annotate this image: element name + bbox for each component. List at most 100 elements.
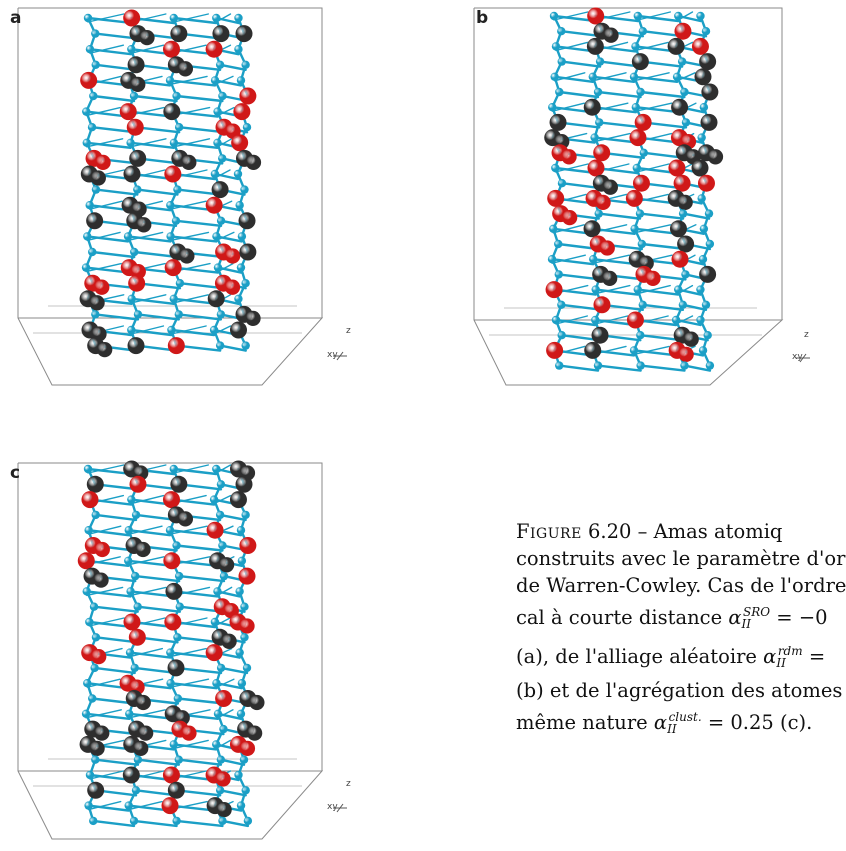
- small-atom: [239, 755, 249, 764]
- red-atom: [162, 766, 180, 784]
- red-atom: [239, 537, 257, 554]
- small-atom: [165, 76, 175, 85]
- small-atom: [124, 526, 133, 535]
- red-atom: [593, 144, 611, 162]
- caption-figure-number: 6.20: [588, 520, 632, 543]
- red-atom: [80, 71, 98, 89]
- small-atom: [166, 232, 175, 241]
- small-atom: [241, 279, 250, 288]
- black-atom: [239, 243, 257, 261]
- black-atom: [212, 25, 230, 43]
- small-atom: [557, 57, 566, 66]
- small-atom: [123, 232, 133, 241]
- black-atom: [123, 165, 141, 183]
- small-atom: [241, 60, 250, 69]
- red-atom: [128, 628, 146, 646]
- small-atom: [703, 331, 712, 340]
- axis-z-b: z: [804, 330, 809, 340]
- small-atom: [169, 464, 179, 474]
- small-atom: [236, 263, 246, 272]
- caption-figure-label: Figure: [516, 520, 582, 543]
- caption-separator: –: [637, 520, 648, 543]
- caption-line-7: même nature αIIclust. = 0.25 (c).: [516, 704, 816, 743]
- small-atom: [133, 310, 143, 319]
- small-atom: [588, 72, 597, 82]
- small-atom: [235, 648, 244, 657]
- panel-label-c: c: [10, 463, 21, 483]
- black-atom: [683, 331, 699, 347]
- small-atom: [174, 571, 184, 581]
- small-atom: [91, 29, 100, 38]
- small-atom: [213, 138, 222, 147]
- small-atom: [85, 45, 95, 54]
- red-atom: [91, 648, 107, 665]
- caption-line7-value: = 0.25 (c).: [707, 711, 813, 734]
- atomic-cluster-b: [473, 7, 810, 386]
- small-atom: [171, 216, 181, 225]
- small-atom: [88, 247, 97, 257]
- small-atom: [681, 118, 691, 127]
- small-atom: [82, 107, 91, 116]
- red-atom: [239, 618, 255, 634]
- caption-line-1: Figure 6.20 – Amas atomiq: [516, 518, 816, 545]
- small-atom: [210, 617, 220, 627]
- black-atom: [89, 295, 105, 311]
- small-atom: [677, 57, 687, 66]
- small-atom: [638, 300, 647, 309]
- small-atom: [166, 648, 175, 657]
- red-atom: [81, 491, 99, 509]
- small-atom: [209, 325, 219, 335]
- black-atom: [216, 801, 232, 818]
- black-atom: [177, 511, 194, 527]
- red-atom: [164, 165, 182, 183]
- small-atom: [630, 224, 639, 233]
- bounding-box: [17, 462, 324, 840]
- small-atom: [631, 103, 641, 112]
- small-atom: [169, 138, 179, 147]
- black-atom: [93, 572, 109, 588]
- small-atom: [547, 255, 557, 264]
- black-atom: [179, 248, 195, 264]
- black-atom: [211, 181, 229, 199]
- small-atom: [91, 310, 100, 319]
- small-atom: [126, 138, 135, 147]
- small-atom: [173, 694, 183, 703]
- black-atom: [700, 113, 718, 131]
- small-atom: [701, 300, 711, 309]
- orientation-axes: [333, 803, 347, 813]
- alpha-rdm-sup: rdm: [777, 644, 803, 658]
- small-atom: [237, 556, 247, 565]
- small-atom: [85, 617, 94, 627]
- black-atom: [584, 341, 602, 359]
- small-atom: [212, 679, 221, 688]
- small-atom: [219, 724, 228, 734]
- small-atom: [242, 663, 252, 673]
- black-atom: [235, 25, 253, 43]
- red-atom: [634, 113, 652, 131]
- small-atom: [125, 648, 135, 657]
- small-atom: [589, 255, 598, 264]
- small-atom: [555, 87, 564, 97]
- small-atom: [175, 602, 185, 611]
- black-atom: [89, 740, 105, 757]
- small-atom: [241, 510, 250, 520]
- black-atom: [549, 113, 567, 131]
- small-atom: [126, 587, 135, 596]
- small-atom: [216, 663, 226, 673]
- caption-line5-text: (a), de l'alliage aléatoire: [516, 645, 757, 668]
- black-atom: [235, 475, 253, 493]
- small-atom: [82, 587, 91, 596]
- small-atom: [236, 526, 246, 535]
- panel-a: a z xy: [0, 0, 360, 395]
- small-atom: [639, 148, 649, 157]
- small-atom: [236, 76, 246, 85]
- small-atom: [237, 679, 247, 688]
- small-atom: [133, 602, 142, 611]
- small-atom: [172, 816, 181, 826]
- black-atom: [669, 220, 687, 238]
- black-atom: [177, 61, 194, 77]
- small-atom: [701, 27, 711, 36]
- small-atom: [175, 279, 185, 288]
- black-atom: [139, 29, 155, 46]
- red-atom: [632, 174, 650, 192]
